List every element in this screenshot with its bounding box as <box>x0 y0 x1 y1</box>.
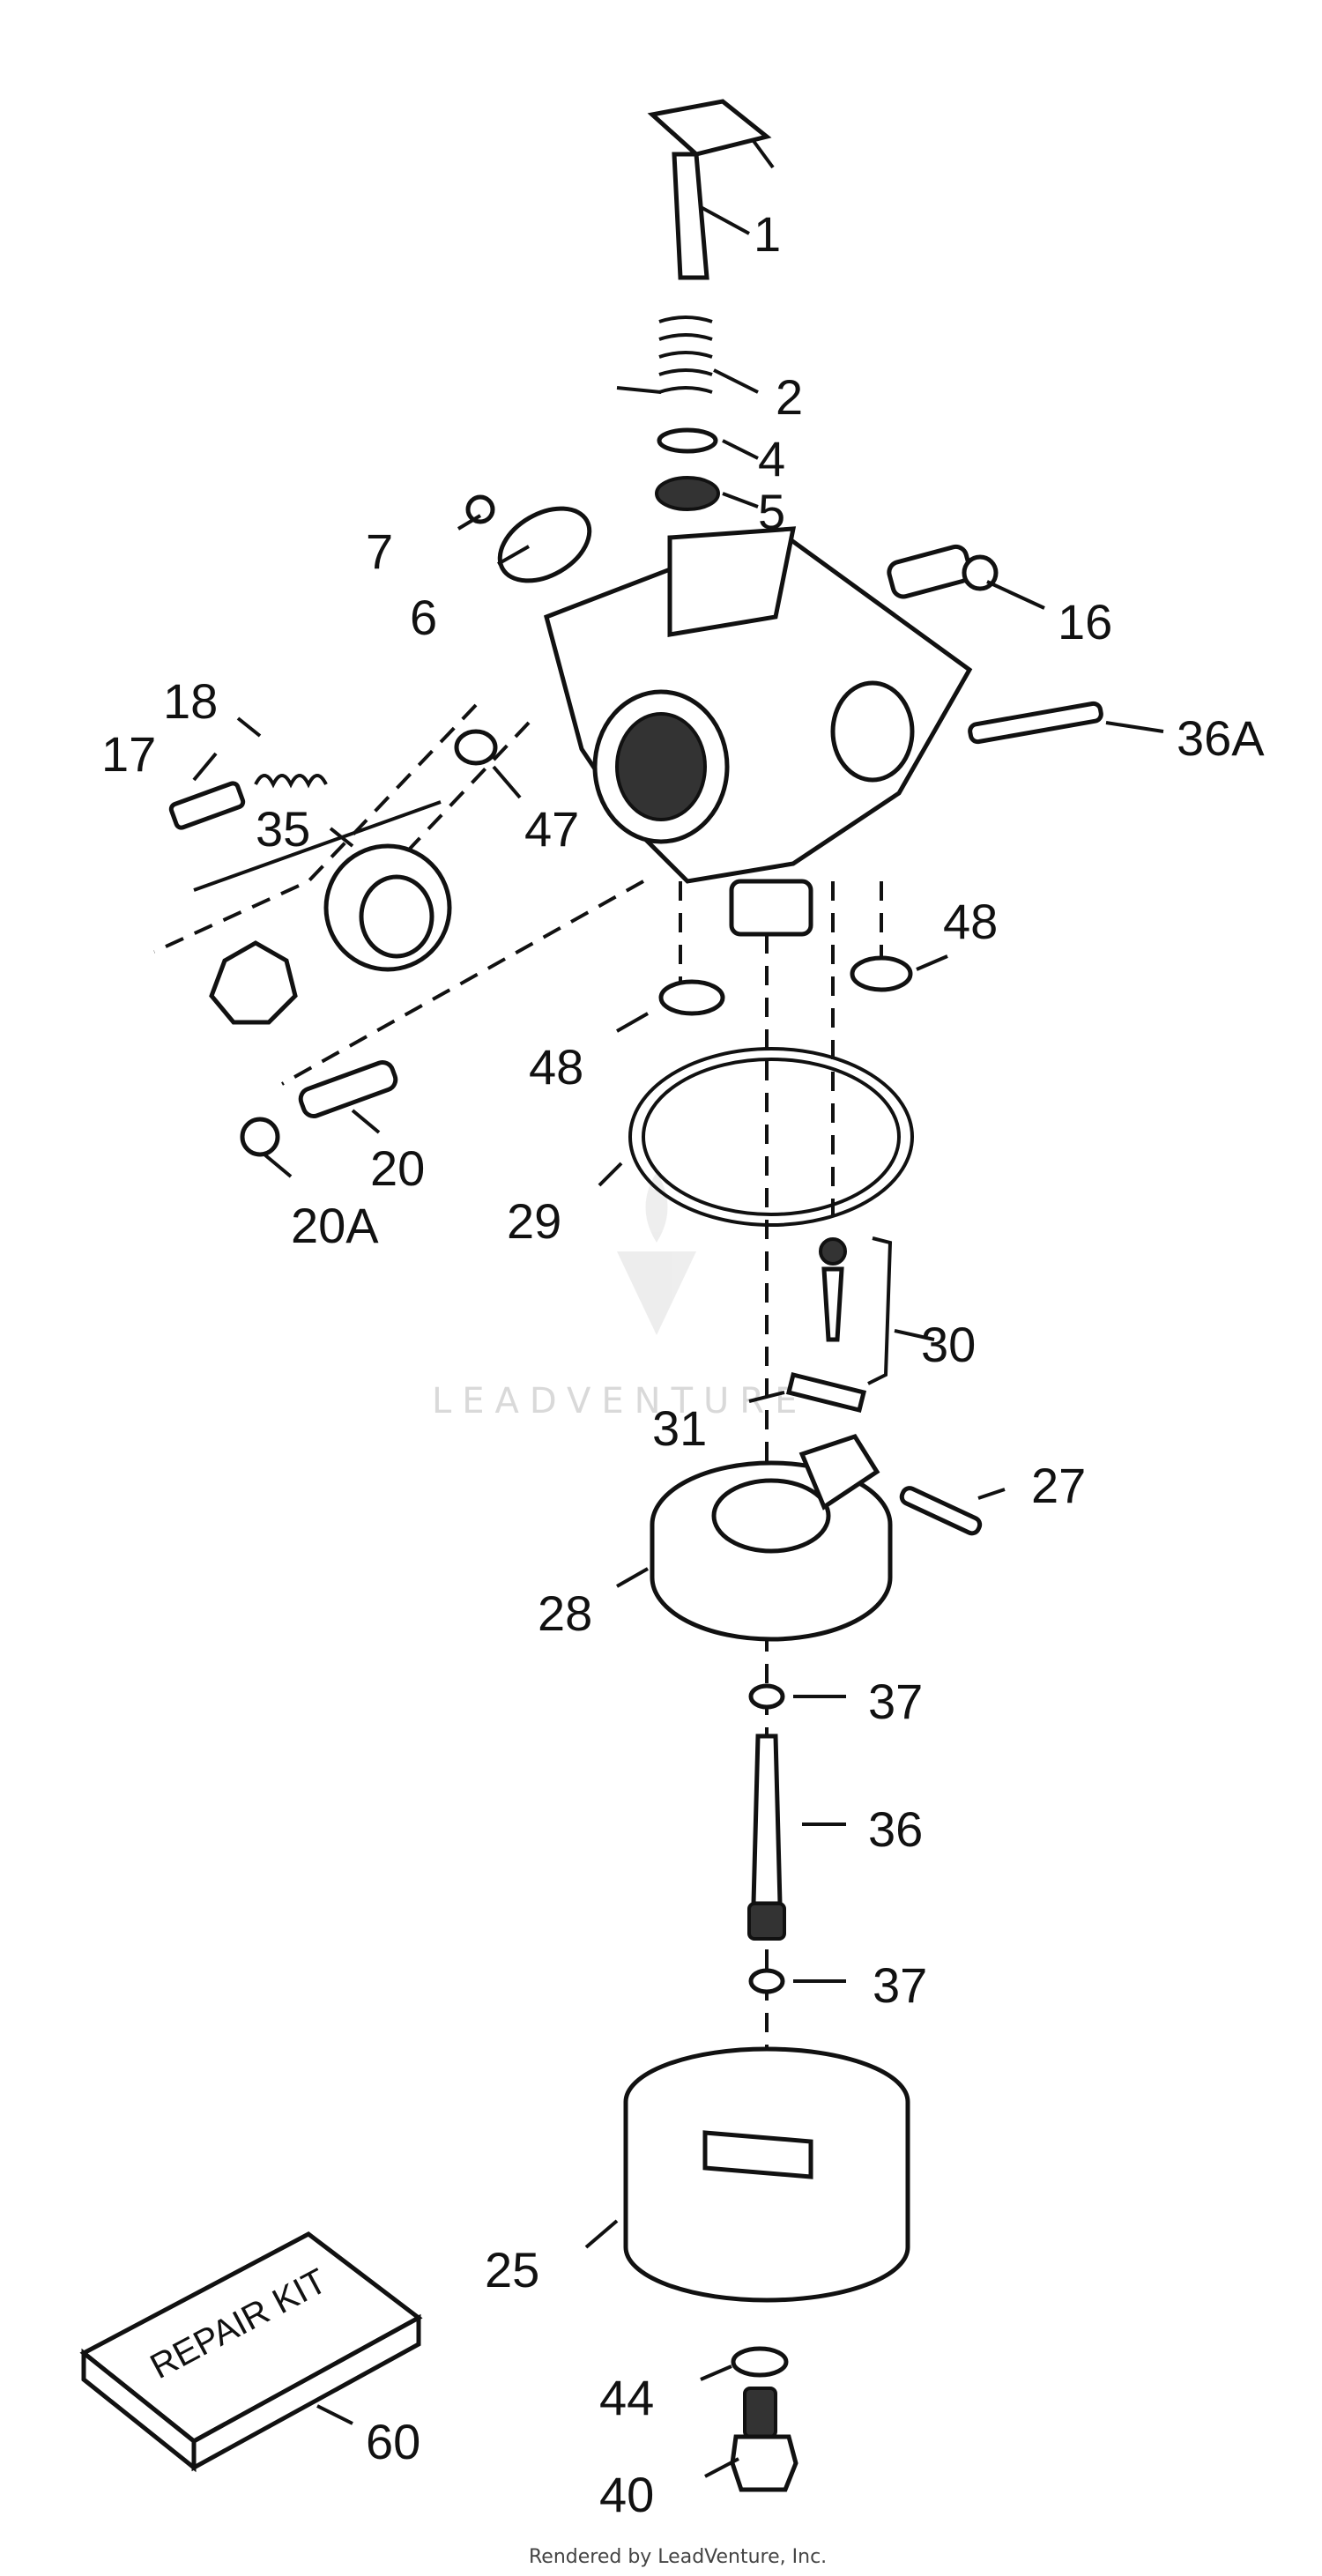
part-28-float <box>650 1434 893 1642</box>
label-20: 20 <box>370 1140 425 1196</box>
label-25: 25 <box>485 2242 539 2298</box>
part-number-labels: 1 2 4 5 7 6 16 36A 18 17 47 35 48 48 20 … <box>101 206 1265 2522</box>
label-20a: 20A <box>291 1198 379 1253</box>
part-36a-pin <box>968 701 1103 745</box>
part-29-gasket <box>628 1047 914 1227</box>
part-4-washer <box>657 427 718 454</box>
part-37-washer-a <box>748 1683 785 1710</box>
label-37-top: 37 <box>868 1674 923 1729</box>
part-18-spring <box>254 774 328 789</box>
part-27-pin <box>899 1486 983 1536</box>
label-60: 60 <box>366 2414 420 2469</box>
part-6-plate <box>497 506 592 583</box>
label-29: 29 <box>507 1193 561 1249</box>
label-48-top: 48 <box>943 894 998 949</box>
label-40: 40 <box>599 2467 654 2522</box>
carburetor-body <box>544 526 973 937</box>
part-1-bracket <box>647 99 775 280</box>
label-2: 2 <box>776 369 803 425</box>
label-31: 31 <box>652 1400 707 1456</box>
label-1: 1 <box>754 206 781 262</box>
part-17-screw <box>168 781 246 830</box>
label-5: 5 <box>758 484 785 539</box>
label-48-left: 48 <box>529 1039 583 1095</box>
part-2-spring <box>616 316 713 394</box>
label-6: 6 <box>410 590 437 645</box>
label-4: 4 <box>758 431 785 486</box>
part-31-clip <box>785 1371 867 1414</box>
part-47-o-ring <box>454 729 498 766</box>
label-18: 18 <box>163 673 218 729</box>
render-credit: Rendered by LeadVenture, Inc. <box>529 2546 827 2568</box>
label-28: 28 <box>538 1585 592 1641</box>
part-37-washer-b <box>748 1968 785 1994</box>
label-17: 17 <box>101 726 156 782</box>
part-7-screw <box>465 494 495 524</box>
part-25-float-bowl <box>623 2046 910 2303</box>
part-48-plug-b <box>850 955 913 992</box>
part-20a-cap <box>240 1117 280 1157</box>
part-20-shaft <box>298 1060 398 1118</box>
label-7: 7 <box>366 523 393 579</box>
label-37-bottom: 37 <box>873 1957 927 2013</box>
label-30: 30 <box>921 1317 976 1372</box>
part-40-nut <box>730 2387 798 2492</box>
label-27: 27 <box>1031 1458 1086 1513</box>
watermark-logo <box>617 1172 696 1335</box>
label-36a: 36A <box>1177 710 1265 766</box>
watermark-text: LEADVENTURE <box>432 1381 807 1422</box>
label-44: 44 <box>599 2370 654 2425</box>
part-60-repair-kit: REPAIR KIT <box>79 2231 423 2473</box>
label-36: 36 <box>868 1801 923 1857</box>
leader-lines <box>192 205 1164 2478</box>
part-36-main-jet <box>747 1733 786 1941</box>
label-35: 35 <box>256 801 310 857</box>
part-30-needle <box>819 1236 893 1385</box>
part-16-elbow-fitting <box>887 544 999 599</box>
label-47: 47 <box>524 801 579 857</box>
label-16: 16 <box>1058 594 1112 650</box>
part-48-plug-a <box>658 979 725 1016</box>
part-5-seal <box>655 476 720 511</box>
part-35-primer-assembly <box>193 800 452 1025</box>
part-44-washer <box>731 2346 789 2378</box>
